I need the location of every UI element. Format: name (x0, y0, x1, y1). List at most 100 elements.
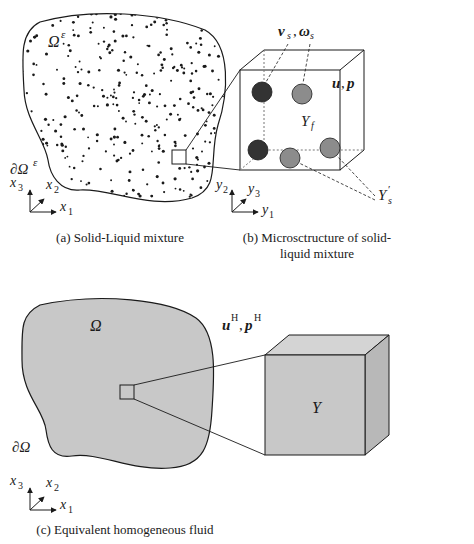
particle-dot (164, 134, 166, 136)
zoom-square (120, 385, 134, 399)
index-label: 2 (223, 185, 228, 195)
particle-dot (120, 157, 122, 159)
particle-dot (177, 114, 179, 116)
particle-dot (19, 104, 21, 106)
particle-dot (41, 208, 44, 211)
particle-dot (204, 141, 206, 143)
particle-dot (138, 102, 140, 104)
particle-dot (114, 13, 117, 16)
particle-dot (184, 134, 187, 137)
particle-dot (210, 132, 212, 134)
particle-dot (186, 42, 189, 45)
particle-dot (163, 191, 165, 193)
particle-dot (147, 201, 149, 203)
particle-dot (89, 207, 92, 210)
particle-dot (89, 27, 91, 29)
particle-dot (86, 183, 88, 185)
particle-dot (80, 114, 83, 117)
particle-dot (20, 136, 23, 139)
symbol-label: s (287, 31, 291, 41)
particle-dot (59, 16, 61, 18)
particle-dot (56, 144, 58, 146)
particle-dot (52, 24, 54, 26)
particle-dot (24, 180, 26, 182)
particle-dot (41, 143, 44, 146)
particle-dot (52, 119, 54, 121)
particle-dot (192, 106, 194, 108)
symbol-label: Y (301, 114, 309, 129)
particle-dot (156, 16, 159, 19)
particle-dot (26, 49, 29, 52)
particle-dot (156, 140, 158, 142)
particle-dot (95, 13, 98, 16)
particle-dot (191, 178, 194, 181)
particle-dot (79, 200, 81, 202)
particle-dot (159, 51, 161, 53)
particle-dot (20, 59, 23, 62)
particle-dot (132, 149, 135, 152)
particle-dot (113, 128, 116, 131)
particle-dot (113, 154, 115, 156)
axes (30, 488, 56, 510)
particle-dot (32, 63, 35, 66)
particle-dot (208, 111, 211, 114)
particle-dot (141, 74, 144, 77)
particle-dot (174, 177, 177, 180)
particle-dot (69, 49, 72, 52)
particle-dot (224, 154, 227, 157)
particle-dot (128, 179, 131, 182)
particle-dot (132, 189, 135, 192)
particle-dot (77, 16, 79, 18)
particle-dot (206, 93, 208, 95)
particle-dot (165, 33, 168, 36)
particle-dot (117, 69, 120, 72)
particle-dot (60, 20, 62, 22)
particle-dot (39, 188, 41, 190)
particle-dot (22, 16, 25, 19)
particle-dot (158, 145, 160, 147)
particle-dot (156, 105, 158, 107)
particle-dot (94, 191, 96, 193)
particle-dot (151, 150, 153, 152)
particle-dot (32, 73, 35, 76)
particle-dot (67, 55, 69, 57)
particle-dot (165, 22, 167, 24)
vector-label: p (347, 76, 355, 91)
particle-dot (147, 135, 150, 138)
particle-dot (60, 123, 63, 126)
particle-dot (64, 157, 66, 159)
particle-dot (125, 193, 127, 195)
particle-dot (189, 196, 191, 198)
symbol-label: y (262, 203, 268, 217)
particle-dot (222, 44, 224, 46)
symbol-label: x (60, 498, 66, 512)
particle-dot (146, 45, 148, 47)
particle-dots (19, 7, 236, 213)
particle-dot (98, 43, 100, 45)
particle-dot (216, 132, 218, 134)
particle-dot (88, 147, 90, 149)
particle-dot (172, 67, 174, 69)
particle-dot (199, 186, 202, 189)
particle-dot (129, 153, 131, 155)
particle-dot (179, 188, 182, 191)
particle-dot (82, 155, 84, 157)
particle-dot (133, 91, 135, 93)
particle-dot (118, 110, 120, 112)
particle-dot (82, 128, 85, 131)
particle-dot (67, 96, 70, 99)
particle-dot (138, 99, 141, 102)
particle-dot (26, 92, 28, 94)
symbol-label: x (60, 200, 66, 214)
particle-dot (113, 30, 116, 33)
particle-dot (116, 160, 119, 163)
particle-dot (172, 12, 174, 14)
symbol-label: f (311, 121, 314, 131)
particle-dot (175, 188, 177, 190)
particle-dot (111, 49, 113, 51)
caption: (c) Equivalent homogeneous fluid (20, 522, 230, 538)
particle-dot (213, 127, 216, 130)
particle-dot (21, 70, 24, 73)
particle-dot (75, 109, 77, 111)
particle-dot (96, 140, 98, 142)
